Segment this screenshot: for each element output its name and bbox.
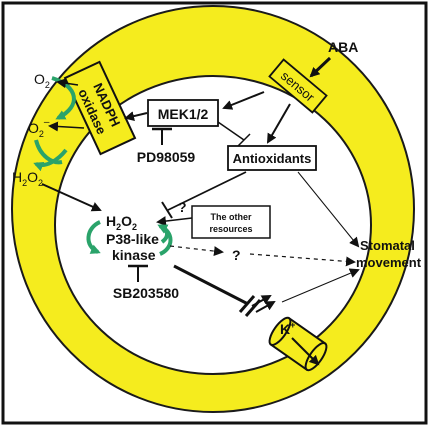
nadph-to-superoxide-arrow [48,121,85,132]
other-resources-box [191,205,271,239]
sensor-to-mek-arrow [222,91,265,110]
h2o2-inner-label: H2O2 [106,213,137,232]
h2o2-influx-arrow [41,183,102,212]
k-efflux-arrow [291,337,320,366]
kinase-loop-arrow [157,224,169,244]
superoxide-label: O2– [28,117,50,139]
k-plus-label: K+ [280,320,295,337]
p38-line2: kinase [112,247,156,263]
other-resources-arrow [156,216,193,227]
superoxide-to-h2o2-arrow [33,148,68,172]
stomatal-line2: movement [356,255,422,270]
sb203580-label: SB203580 [113,285,179,301]
nadph-to-o2-arrow [56,78,79,89]
question-mark-upper: ? [178,199,187,215]
mek-inhibits-antioxidants [217,121,245,141]
antioxidants-box [227,145,317,171]
other-resources-line2: resources [209,224,252,234]
antioxidants-inhibit-bar [161,201,173,219]
p38-line1: P38-like [106,231,159,247]
mek-to-nadph-arrow [124,111,148,122]
h2o2-outer-label: H2O2 [12,169,43,188]
antioxidants-label: Antioxidants [233,151,312,166]
stomatal-line1: Stomatal [360,238,415,253]
o2-label: O2 [34,71,50,90]
mek-inhibit-bar [237,133,251,147]
sensor-to-antioxidants-arrow [266,103,291,144]
channel-inhibit-bar-1 [238,295,256,313]
channel-arrow-a [251,295,272,307]
k-channel-to-stomatal-arrow [281,268,360,303]
h2o2-to-kinase-arrow [86,220,101,254]
antioxidants-inhibit-line [167,171,247,211]
mek-box [147,99,219,127]
mek-label: MEK1/2 [158,106,209,122]
aba-label: ABA [328,39,358,55]
superoxide-to-h2o2-arc [34,139,63,165]
antioxidants-to-stomatal-arrow [297,171,360,248]
question-to-stomatal-dashed-arrow [249,253,356,267]
aba-arrow [309,56,332,78]
pd98059-label: PD98059 [137,149,196,165]
other-resources-line1: The other [210,212,251,222]
channel-arrow-b [255,301,276,313]
kinase-to-channel-line [173,264,249,306]
question-mark-lower: ? [232,247,241,263]
kinase-dashed-arrow [169,245,224,257]
